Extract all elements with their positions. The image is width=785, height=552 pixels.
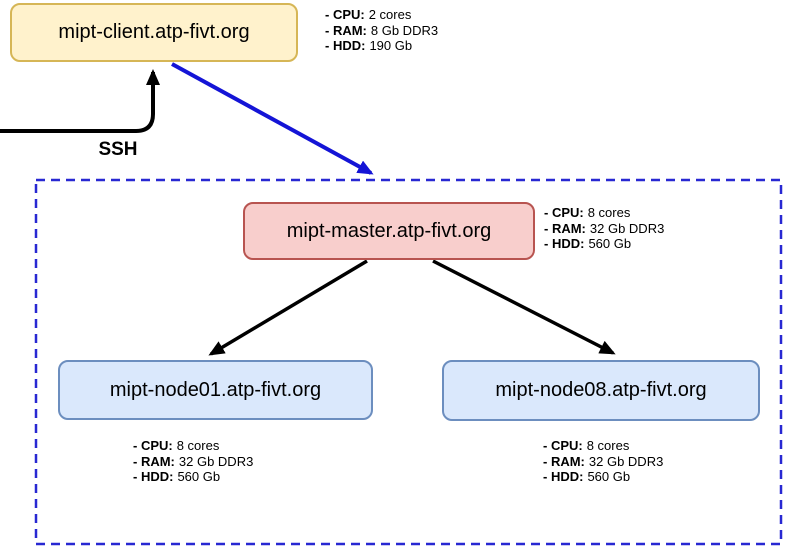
spec-label: - CPU: (133, 438, 173, 453)
spec-label: - HDD: (544, 236, 585, 251)
master-to-node01-arrow (208, 259, 368, 356)
spec-row: - RAM:32 Gb DDR3 (133, 454, 253, 470)
spec-value: 8 cores (587, 205, 631, 220)
spec-value: 560 Gb (177, 469, 221, 484)
spec-label: - RAM: (325, 22, 367, 38)
node01-label: mipt-node01.atp-fivt.org (109, 378, 322, 401)
master-node-box: mipt-master.atp-fivt.org (243, 202, 535, 260)
spec-value: 32 Gb DDR3 (588, 453, 664, 469)
spec-value: 2 cores (368, 7, 412, 22)
spec-label: - HDD: (133, 469, 174, 484)
client-to-cluster-arrow (171, 62, 374, 175)
spec-row: - RAM:32 Gb DDR3 (544, 221, 664, 237)
spec-value: 560 Gb (588, 236, 632, 251)
spec-label: - HDD: (543, 469, 584, 484)
spec-value: 32 Gb DDR3 (178, 453, 254, 469)
spec-row: - HDD:560 Gb (543, 469, 663, 485)
node08-box: mipt-node08.atp-fivt.org (442, 360, 760, 421)
spec-label: - RAM: (133, 453, 175, 469)
spec-row: - HDD:560 Gb (544, 236, 664, 252)
spec-value: 8 cores (586, 438, 630, 453)
spec-row: - CPU:8 cores (543, 438, 663, 454)
spec-label: - CPU: (325, 7, 365, 22)
ssh-label: SSH (98, 139, 138, 160)
client-specs: - CPU:2 cores - RAM:8 Gb DDR3 - HDD:190 … (325, 7, 438, 54)
spec-row: - HDD:190 Gb (325, 38, 438, 54)
spec-row: - RAM:32 Gb DDR3 (543, 454, 663, 470)
spec-row: - CPU:8 cores (544, 205, 664, 221)
spec-label: - HDD: (325, 38, 366, 53)
client-node-box: mipt-client.atp-fivt.org (10, 3, 298, 62)
master-to-node08-arrow (432, 259, 616, 355)
node08-specs: - CPU:8 cores - RAM:32 Gb DDR3 - HDD:560… (543, 438, 663, 485)
spec-row: - CPU:2 cores (325, 7, 438, 23)
node01-box: mipt-node01.atp-fivt.org (58, 360, 373, 420)
spec-value: 560 Gb (587, 469, 631, 484)
spec-label: - CPU: (543, 438, 583, 453)
spec-value: 8 cores (176, 438, 220, 453)
master-specs: - CPU:8 cores - RAM:32 Gb DDR3 - HDD:560… (544, 205, 664, 252)
spec-label: - RAM: (544, 220, 586, 236)
ssh-arrow (0, 69, 160, 133)
spec-row: - HDD:560 Gb (133, 469, 253, 485)
client-node-label: mipt-client.atp-fivt.org (58, 21, 250, 43)
spec-row: - RAM:8 Gb DDR3 (325, 23, 438, 39)
spec-value: 8 Gb DDR3 (370, 22, 439, 38)
spec-value: 32 Gb DDR3 (589, 220, 665, 236)
spec-value: 190 Gb (369, 38, 413, 53)
node08-label: mipt-node08.atp-fivt.org (495, 379, 707, 401)
spec-label: - CPU: (544, 205, 584, 220)
master-node-label: mipt-master.atp-fivt.org (286, 219, 492, 242)
spec-row: - CPU:8 cores (133, 438, 253, 454)
node01-specs: - CPU:8 cores - RAM:32 Gb DDR3 - HDD:560… (133, 438, 253, 485)
spec-label: - RAM: (543, 453, 585, 469)
